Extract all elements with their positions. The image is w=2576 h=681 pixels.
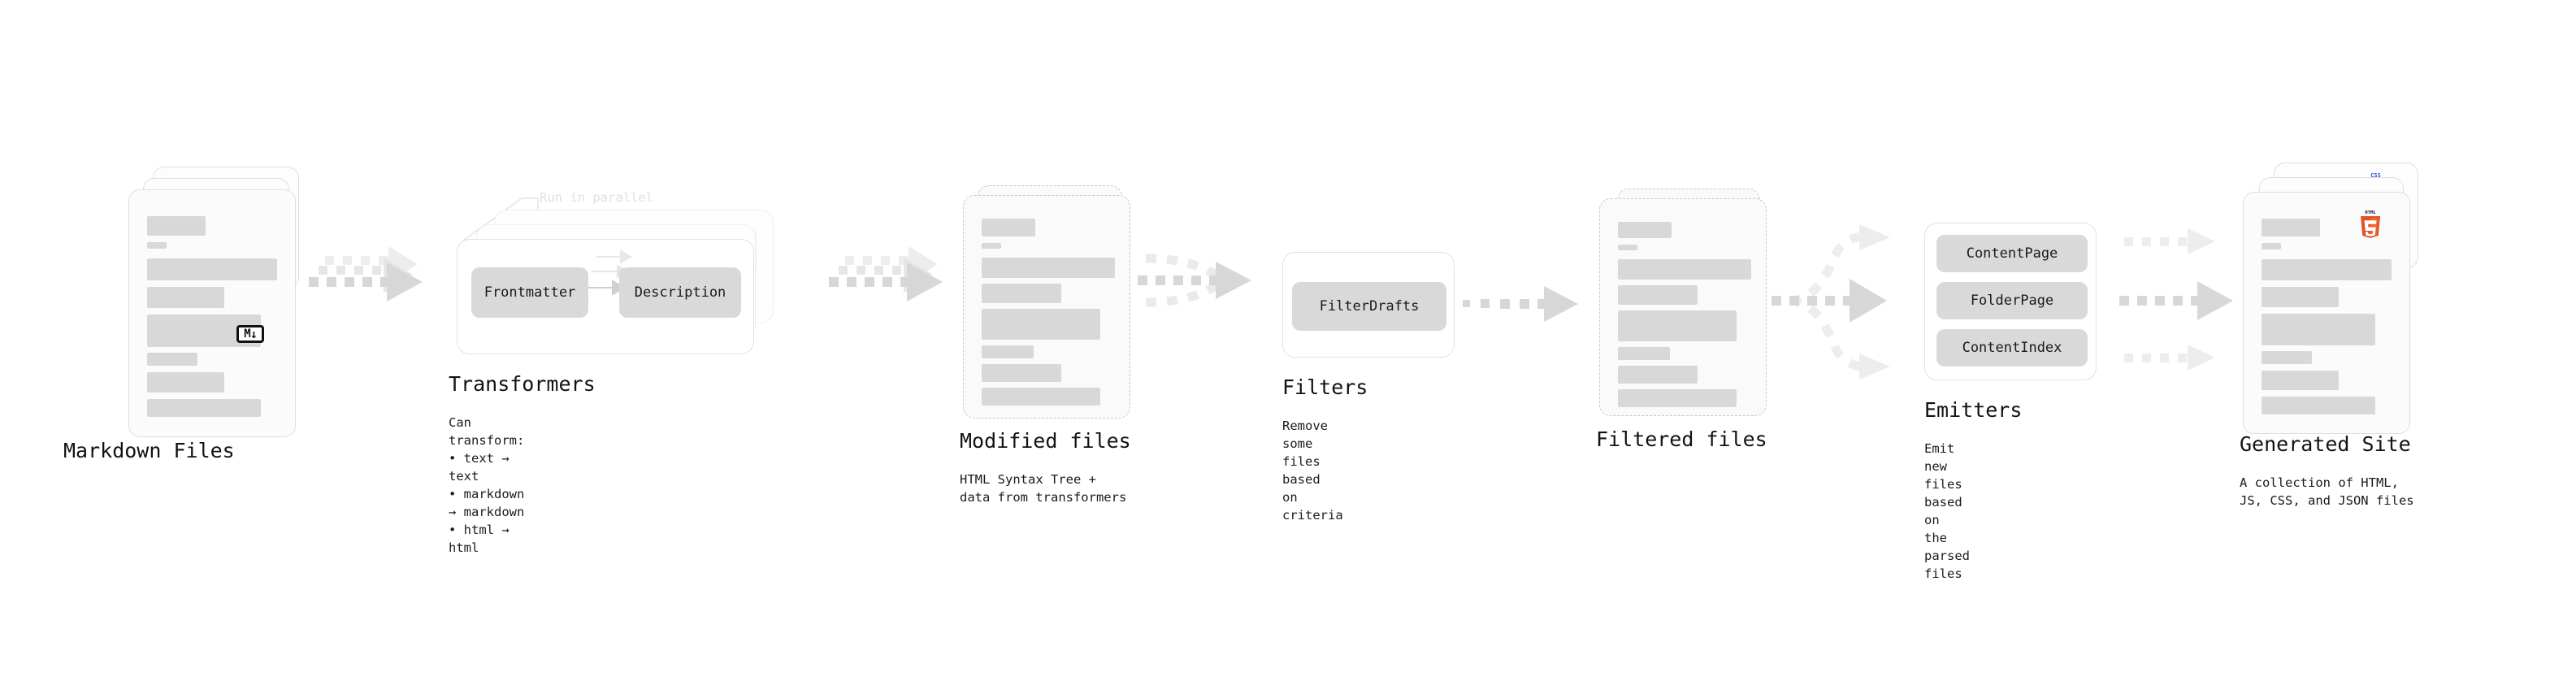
markdown-card-stack: M↓ M↓ M↓ xyxy=(128,167,315,437)
stage-title: Filtered files xyxy=(1596,427,1767,451)
connector-filters-to-filtered xyxy=(1463,286,1578,322)
skeleton-bar xyxy=(2262,314,2375,345)
skeleton-bar xyxy=(1618,310,1737,341)
skeleton-bar xyxy=(147,216,206,236)
modified-card-stack xyxy=(963,185,1150,429)
stage-title: Filters xyxy=(1282,375,1368,399)
file-card-front xyxy=(128,189,296,437)
skeleton-bar xyxy=(1618,366,1698,384)
skeleton-bar xyxy=(1618,347,1670,360)
skeleton-bar xyxy=(2262,259,2392,280)
skeleton-bar xyxy=(2262,287,2339,307)
skeleton-bar xyxy=(982,243,1001,249)
skeleton-bar xyxy=(982,309,1100,340)
skeleton-bar xyxy=(1618,245,1637,250)
markdown-badge: M↓ xyxy=(236,325,264,343)
stage-description: Remove some files based on criteria xyxy=(1282,419,1343,523)
skeleton-bar xyxy=(2262,243,2281,249)
stage-modified-files: Modified files HTML Syntax Tree + data f… xyxy=(960,185,1150,505)
markdown-badge-label: M xyxy=(244,327,251,340)
skeleton-bar xyxy=(147,258,277,280)
skeleton-bar xyxy=(982,364,1061,382)
skeleton-bar xyxy=(982,219,1035,236)
skeleton-bar xyxy=(2262,397,2375,414)
skeleton-bar xyxy=(147,242,167,249)
skeleton-bar xyxy=(1618,285,1698,305)
connector-emitters-to-generated xyxy=(2119,228,2233,371)
skeleton-bar xyxy=(982,345,1034,358)
stage-title: Markdown Files xyxy=(63,439,235,462)
skeleton-bar xyxy=(2262,219,2320,236)
svg-text:HTML: HTML xyxy=(2365,210,2376,215)
skeleton-bar xyxy=(1618,222,1672,238)
emitter-item-label: ContentPage xyxy=(1966,245,2058,262)
skeleton-bar xyxy=(1618,389,1737,407)
skeleton-bar xyxy=(982,258,1115,278)
stage-title: Emitters xyxy=(1924,398,2023,422)
emitter-item-contentindex[interactable]: ContentIndex xyxy=(1936,329,2088,367)
stage-description: Emit new files based on the parsed files xyxy=(1924,441,1970,581)
skeleton-bar xyxy=(982,284,1061,303)
file-card-front xyxy=(963,195,1130,419)
filters-group: FilterDrafts xyxy=(1282,252,1455,358)
skeleton-bar xyxy=(147,353,197,366)
stage-title: Modified files xyxy=(960,429,1131,453)
stage-title: Transformers xyxy=(449,372,596,396)
parallel-label: Run in parallel xyxy=(540,190,653,205)
file-card-front xyxy=(1599,198,1767,416)
connector-markdown-to-transformers xyxy=(309,246,423,301)
transformer-item-description[interactable]: Description xyxy=(619,267,741,318)
emitters-group: ContentPage FolderPage ContentIndex xyxy=(1924,223,2097,380)
skeleton-bar xyxy=(1618,259,1751,280)
skeleton-bar xyxy=(2262,371,2339,390)
skeleton-bar xyxy=(147,372,224,393)
filter-item-filterdrafts[interactable]: FilterDrafts xyxy=(1292,282,1446,331)
stage-generated-site: CSS HTML Generated Site A collection o xyxy=(2240,163,2446,508)
connector-modified-to-filters xyxy=(1138,254,1251,307)
connector-filtered-to-emitters xyxy=(1772,224,1890,380)
stage-markdown-files: M↓ M↓ M↓ Markdown Files xyxy=(63,167,315,462)
connector-transformers-to-modified xyxy=(829,246,943,301)
stage-description: Can transform: • text → text • markdown … xyxy=(449,415,525,555)
stage-description: A collection of HTML, JS, CSS, and JSON … xyxy=(2240,475,2414,508)
stage-title: Generated Site xyxy=(2240,432,2411,456)
transformer-item-label: Frontmatter xyxy=(484,284,576,301)
stage-filtered-files: Filtered files xyxy=(1596,189,1786,451)
file-card-front xyxy=(2243,192,2410,434)
skeleton-bar xyxy=(147,287,224,308)
skeleton-bar xyxy=(2262,351,2312,364)
stage-description: HTML Syntax Tree + data from transformer… xyxy=(960,472,1127,505)
emitter-item-folderpage[interactable]: FolderPage xyxy=(1936,282,2088,319)
generated-card-stack: CSS HTML xyxy=(2243,163,2446,434)
skeleton-bar xyxy=(147,399,261,417)
transformer-item-label: Description xyxy=(634,284,726,301)
transformer-item-frontmatter[interactable]: Frontmatter xyxy=(471,267,588,318)
filtered-card-stack xyxy=(1599,189,1786,432)
emitter-item-label: ContentIndex xyxy=(1962,340,2062,356)
skeleton-bar xyxy=(982,388,1100,406)
html5-badge: HTML xyxy=(2361,210,2380,238)
filter-item-label: FilterDrafts xyxy=(1319,298,1420,314)
emitter-item-contentpage[interactable]: ContentPage xyxy=(1936,235,2088,272)
emitter-item-label: FolderPage xyxy=(1970,293,2054,309)
